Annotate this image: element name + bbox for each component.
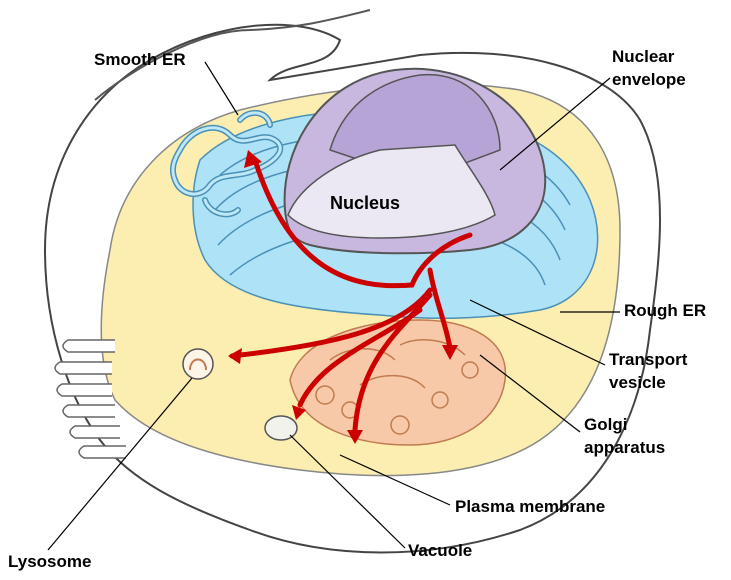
label-lysosome: Lysosome (8, 552, 92, 571)
pathway-arrows (229, 157, 473, 433)
label-vacuole: Vacuole (408, 541, 473, 560)
label-golgi-line2: apparatus (584, 438, 666, 457)
label-rough-er: Rough ER (624, 301, 707, 320)
microvilli (54, 339, 126, 459)
label-nucleus: Nucleus (330, 193, 401, 213)
label-smooth-er: Smooth ER (94, 50, 186, 69)
label-nuclear-envelope-line2: envelope (612, 70, 686, 89)
nucleus-face (287, 144, 496, 239)
label-transport-vesicle-line1: Transport (609, 350, 688, 369)
lysosome (182, 348, 214, 380)
vacuole (264, 415, 298, 441)
label-transport-vesicle-line2: vesicle (609, 373, 666, 392)
arrowheads (228, 150, 458, 444)
thread-strand (94, 9, 371, 101)
leader-lines (47, 61, 620, 551)
label-plasma-membrane: Plasma membrane (455, 497, 606, 516)
label-golgi-line1: Golgi (584, 415, 628, 434)
smooth-er-inner (171, 111, 282, 216)
label-nuclear-envelope-line1: Nuclear (612, 47, 675, 66)
